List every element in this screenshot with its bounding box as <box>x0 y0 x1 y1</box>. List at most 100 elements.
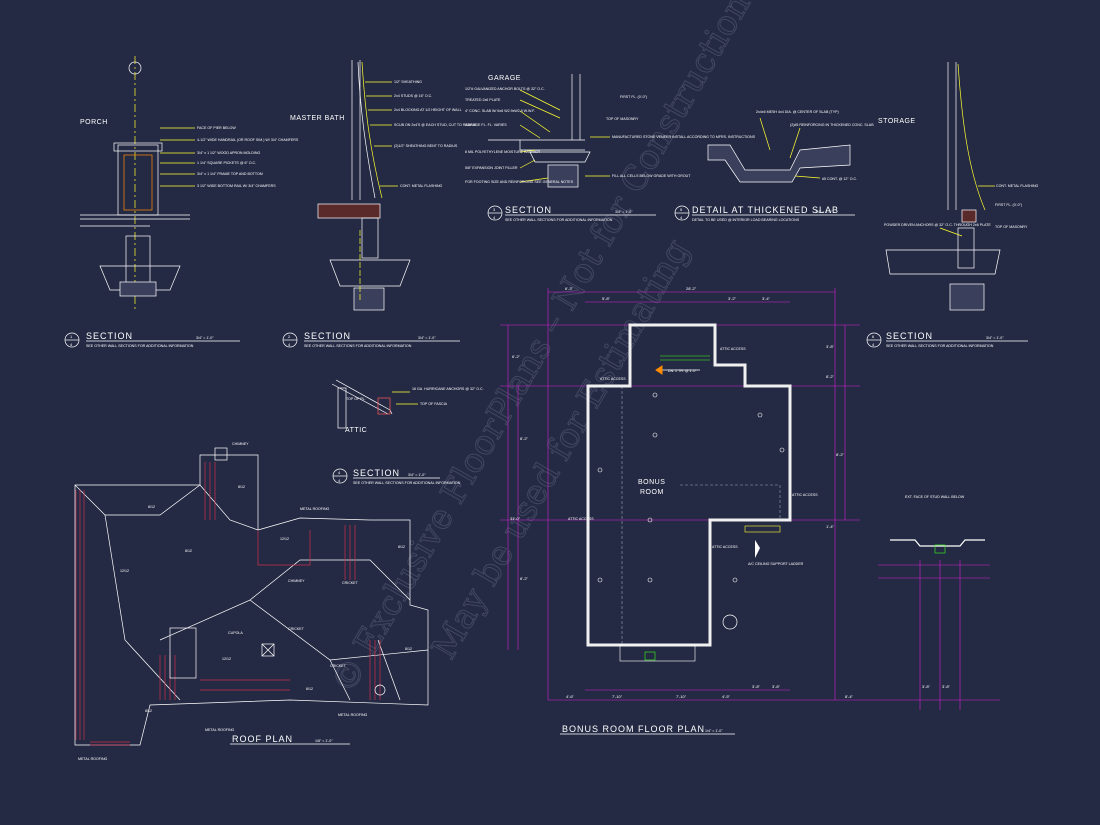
section-marker-icon <box>755 540 760 558</box>
porch-scale: 3/4" = 1'-0" <box>196 336 214 340</box>
slab-callout: (2)#5 REINFORCING IN THICKENED CONC. SLA… <box>790 123 874 127</box>
roof-pitch: 8/12 <box>398 545 405 549</box>
roof-ridge-3 <box>249 559 411 601</box>
bonus-dormer <box>619 644 696 662</box>
bonus-dim: 8'-2" <box>520 576 529 581</box>
bonus-plan-scale: 1/4" = 1'-0" <box>705 729 723 733</box>
roof-label: CHIMNEY <box>232 442 249 446</box>
garage-callout: FILL ALL CELLS BELOW GRADE WITH GROUT <box>612 174 691 178</box>
chimney-1 <box>214 447 228 461</box>
porch-cap <box>113 142 163 152</box>
attic-heading: ATTIC <box>345 427 367 434</box>
roof-pitch: 8/12 <box>238 485 245 489</box>
roof-pitch: 12/12 <box>120 569 129 573</box>
roof-hips <box>329 639 401 701</box>
bonus-room-name: BONUS <box>638 479 665 486</box>
storage-stemwall <box>957 227 975 269</box>
bonus-dim: 4'-5" <box>722 694 731 699</box>
mb-callouts: 1/2" SHEATHING 2x4 STUDS @ 16" O.C. 2x4 … <box>394 80 477 188</box>
roof-pitch: 12/12 <box>280 537 289 541</box>
attic-scale: 3/4" = 1'-0" <box>408 473 426 477</box>
garage-slab <box>519 140 585 151</box>
slab-subnote: DETAIL TO BE USED @ INTERIOR LOAD BEARIN… <box>692 218 800 222</box>
garage-callout: 4" CONC. SLAB W/ 6x6 W2.9xW2.9 W.W.F. <box>465 109 535 113</box>
slab-callout: #5 CONT. @ 12" O.C. <box>822 177 857 181</box>
storage-level: FIRST FL. (0'-0") <box>995 203 1022 207</box>
bonus-floor-plan: BONUS ROOM ATTIC ACCESS ATTIC ACCESS ATT… <box>500 286 1000 735</box>
bonus-dimension-lines <box>500 288 1000 710</box>
bonus-fixtures <box>597 392 785 583</box>
slab-leaders <box>759 117 821 179</box>
porch-title: SECTION <box>86 331 133 341</box>
mb-floor-joist <box>317 203 381 219</box>
roof-label: CRICKET <box>330 664 347 668</box>
mb-soil <box>329 259 411 287</box>
attic-callout: TOP OF FASCIA <box>420 402 448 406</box>
slab-title: DETAIL AT THICKENED SLAB <box>692 205 839 215</box>
storage-scale: 3/4" = 1'-0" <box>986 336 1004 340</box>
slab-scale: 3/4" = 1'-0" <box>815 210 833 214</box>
chimney-2 <box>374 684 386 696</box>
cupola <box>261 643 275 657</box>
section-garage: GARAGE 1/2"# GALVANIZED ANCHOR BOLTS @ 3… <box>465 74 756 222</box>
attic-title: SECTION <box>353 468 400 478</box>
attic-callout: TOP OF PL. <box>346 397 366 401</box>
garage-footing <box>547 164 579 188</box>
bonus-detail-dim: 3'-8" <box>922 684 931 689</box>
roof-pitch: 8/12 <box>405 647 412 651</box>
storage-soil <box>885 249 1001 275</box>
mb-stemwall <box>361 217 379 259</box>
porch-rail <box>123 154 153 211</box>
mb-title-number: 2 <box>288 334 291 339</box>
bonus-dim: 4'-6" <box>566 694 575 699</box>
section-attic: ATTIC 16 GA. HURRICANE ANCHORS @ 32" O.C… <box>331 379 484 485</box>
porch-callout: 3/4" x 1 1/4" FRAME TOP AND BOTTOM <box>197 172 263 176</box>
mb-footing <box>353 287 385 311</box>
garage-title-number: 3 <box>493 207 496 212</box>
garage-soil <box>529 151 591 163</box>
bonus-dim: 31'-0" <box>510 516 521 521</box>
porch-footing <box>119 281 157 297</box>
garage-scale: 3/4" = 1'-0" <box>615 210 633 214</box>
mb-subnote: SEE OTHER WALL SECTIONS FOR ADDITIONAL I… <box>304 344 412 348</box>
mb-scale: 3/4" = 1'-0" <box>418 336 436 340</box>
porch-title-sheet: 4 <box>70 342 73 347</box>
garage-heading: GARAGE <box>488 75 521 82</box>
section-porch: PORCH FACE OF PIER BELOW 4-1/2" WIDE HAN… <box>64 56 299 348</box>
garage-callout: 6 MIL POLYETHYLENE MOISTURE BARRIER <box>465 150 540 154</box>
bonus-dim: 6'-3" <box>565 286 574 291</box>
slab-title-number: 5 <box>680 207 683 212</box>
bonus-dim: 5'-8" <box>602 296 611 301</box>
bonus-labels: BONUS ROOM ATTIC ACCESS ATTIC ACCESS ATT… <box>568 347 818 566</box>
attic-wall <box>337 387 347 429</box>
roof-plan-scale: 1/8" = 1'-0" <box>315 739 333 743</box>
mb-callout: SCUB ON 2x4'S @ EACH STUD, CUT TO RADIUS <box>394 123 477 127</box>
roof-pitches: 8/12 12/12 8/12 8/12 12/12 8/12 12/12 8/… <box>120 485 412 713</box>
roof-dormer <box>169 627 197 679</box>
bonus-room-name-2: ROOM <box>640 489 664 496</box>
mb-leaders <box>365 81 398 187</box>
storage-callout: POWDER DRIVEN ANCHORS @ 32" O.C. THROUGH… <box>884 223 991 227</box>
bonus-dim: 7'-10" <box>612 694 623 699</box>
roof-label: METAL ROOFING <box>78 757 108 761</box>
attic-subnote: SEE OTHER WALL SECTIONS FOR ADDITIONAL I… <box>353 481 461 485</box>
bonus-section-bubble <box>722 614 738 630</box>
bonus-dim: 3'-8" <box>772 684 781 689</box>
mb-callout: 1/2" SHEATHING <box>394 80 422 84</box>
bonus-dim: 8'-4" <box>845 694 854 699</box>
storage-footing <box>949 283 985 311</box>
storage-subnote: SEE OTHER WALL SECTIONS FOR ADDITIONAL I… <box>886 344 994 348</box>
section-storage: STORAGE CONT. METAL FLASHING POWDER DRIV… <box>866 62 1039 348</box>
porch-leaders <box>160 127 195 187</box>
roof-pitch: 8/12 <box>185 549 192 553</box>
roof-pitch: 8/12 <box>145 709 152 713</box>
roof-pitch: 8/12 <box>148 505 155 509</box>
bonus-dim: 8'-2" <box>836 452 845 457</box>
garage-callout: GARAGE FL. FL. VARIES <box>465 123 507 127</box>
roof-label: METAL ROOFING <box>300 507 330 511</box>
master-bath-heading: MASTER BATH <box>290 115 345 122</box>
storage-heading: STORAGE <box>878 118 916 125</box>
attic-rafter-2 <box>331 383 389 415</box>
garage-level: TOP OF MASONRY <box>606 117 639 121</box>
bonus-detail-dim: 3'-8" <box>942 684 951 689</box>
